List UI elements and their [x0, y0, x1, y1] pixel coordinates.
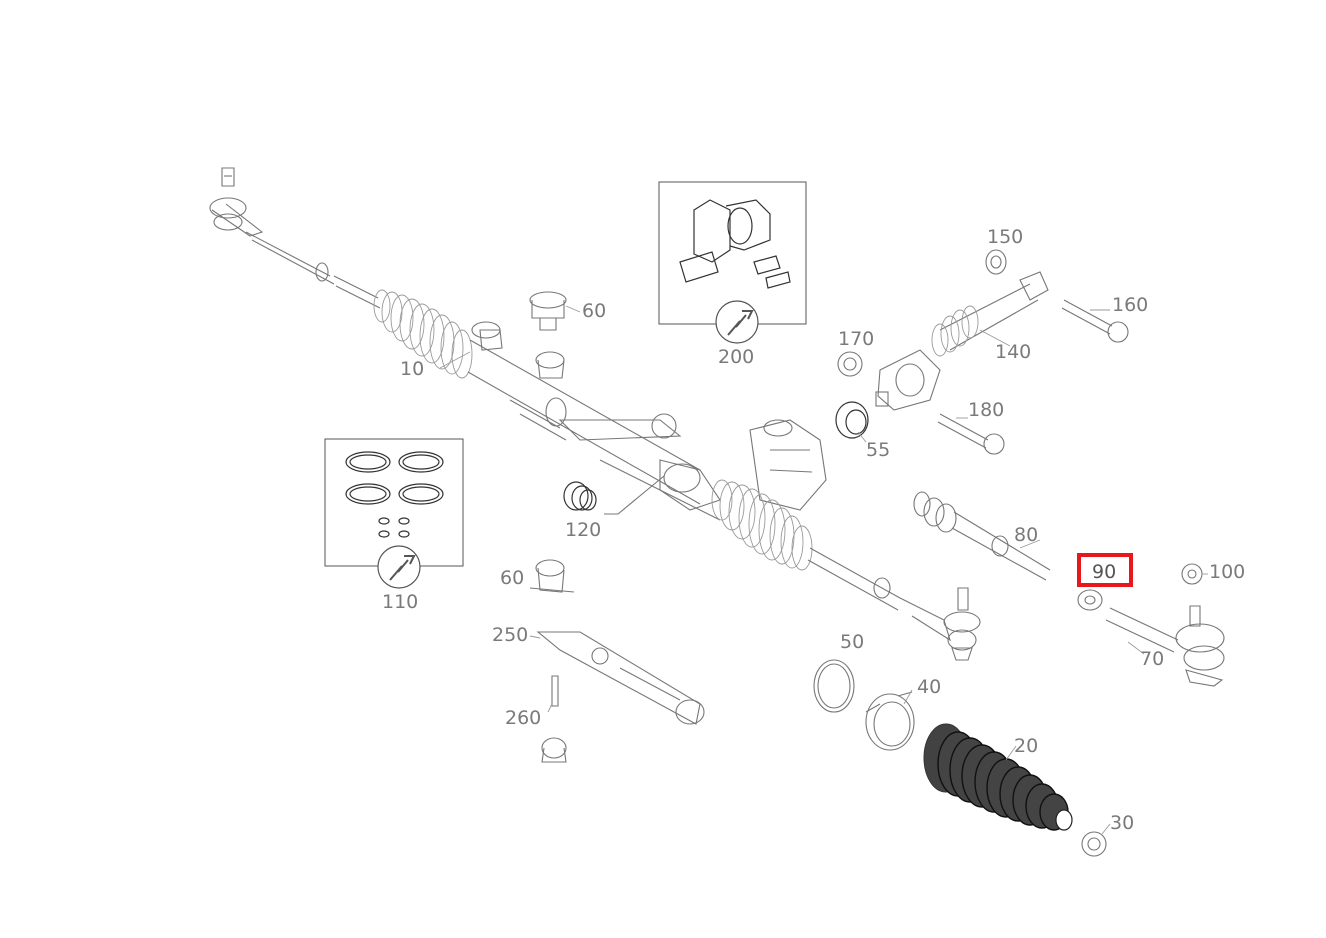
label-part-250[interactable]: 250 — [492, 624, 528, 646]
steering-rack-drawing[interactable] — [209, 167, 981, 661]
selected-part-highlight — [1077, 553, 1133, 587]
part-20-drawing[interactable] — [923, 723, 1073, 831]
label-part-100[interactable]: 100 — [1209, 561, 1245, 583]
label-part-60-upper[interactable]: 60 — [582, 300, 606, 322]
label-part-55[interactable]: 55 — [866, 439, 890, 461]
label-part-260[interactable]: 260 — [505, 707, 541, 729]
label-part-90[interactable]: 90 — [1092, 561, 1116, 583]
part-180-drawing[interactable] — [937, 413, 1005, 455]
kit-200-box[interactable] — [658, 181, 807, 344]
part-60-lower-drawing[interactable] — [529, 559, 575, 593]
label-part-170[interactable]: 170 — [838, 328, 874, 350]
part-55-drawing[interactable] — [835, 401, 869, 439]
label-part-70[interactable]: 70 — [1140, 648, 1164, 670]
wrench-icon — [715, 300, 759, 344]
label-part-140[interactable]: 140 — [995, 341, 1031, 363]
part-70-drawing[interactable] — [1105, 605, 1225, 687]
label-part-200[interactable]: 200 — [718, 346, 754, 368]
part-260-drawing[interactable] — [541, 675, 567, 763]
kit-110-box[interactable] — [324, 438, 464, 589]
part-170-drawing[interactable] — [837, 351, 863, 377]
label-part-160[interactable]: 160 — [1112, 294, 1148, 316]
label-part-40[interactable]: 40 — [917, 676, 941, 698]
label-part-110[interactable]: 110 — [382, 591, 418, 613]
label-part-80[interactable]: 80 — [1014, 524, 1038, 546]
label-part-180[interactable]: 180 — [968, 399, 1004, 421]
label-part-20[interactable]: 20 — [1014, 735, 1038, 757]
part-100-drawing[interactable] — [1181, 563, 1203, 585]
leader-lines — [439, 305, 1208, 835]
part-150-drawing[interactable] — [985, 249, 1007, 275]
label-part-50[interactable]: 50 — [840, 631, 864, 653]
label-part-150[interactable]: 150 — [987, 226, 1023, 248]
part-250-drawing[interactable] — [536, 631, 705, 725]
label-part-120[interactable]: 120 — [565, 519, 601, 541]
wrench-icon — [377, 545, 421, 589]
label-part-10[interactable]: 10 — [400, 358, 424, 380]
part-50-drawing[interactable] — [813, 659, 855, 713]
part-160-drawing[interactable] — [1061, 299, 1129, 343]
part-80-drawing[interactable] — [913, 491, 1051, 581]
label-part-30[interactable]: 30 — [1110, 812, 1134, 834]
part-90-drawing[interactable] — [1077, 589, 1103, 611]
part-120-drawing[interactable] — [563, 475, 665, 515]
part-140-drawing[interactable] — [875, 271, 1049, 411]
part-labels: 10 20 30 40 50 55 60 60 70 80 90 100 110… — [382, 226, 1245, 834]
part-60-upper-drawing[interactable] — [529, 291, 567, 379]
label-part-60-lower[interactable]: 60 — [500, 567, 524, 589]
part-30-drawing[interactable] — [1081, 831, 1107, 857]
part-40-drawing[interactable] — [865, 691, 915, 751]
